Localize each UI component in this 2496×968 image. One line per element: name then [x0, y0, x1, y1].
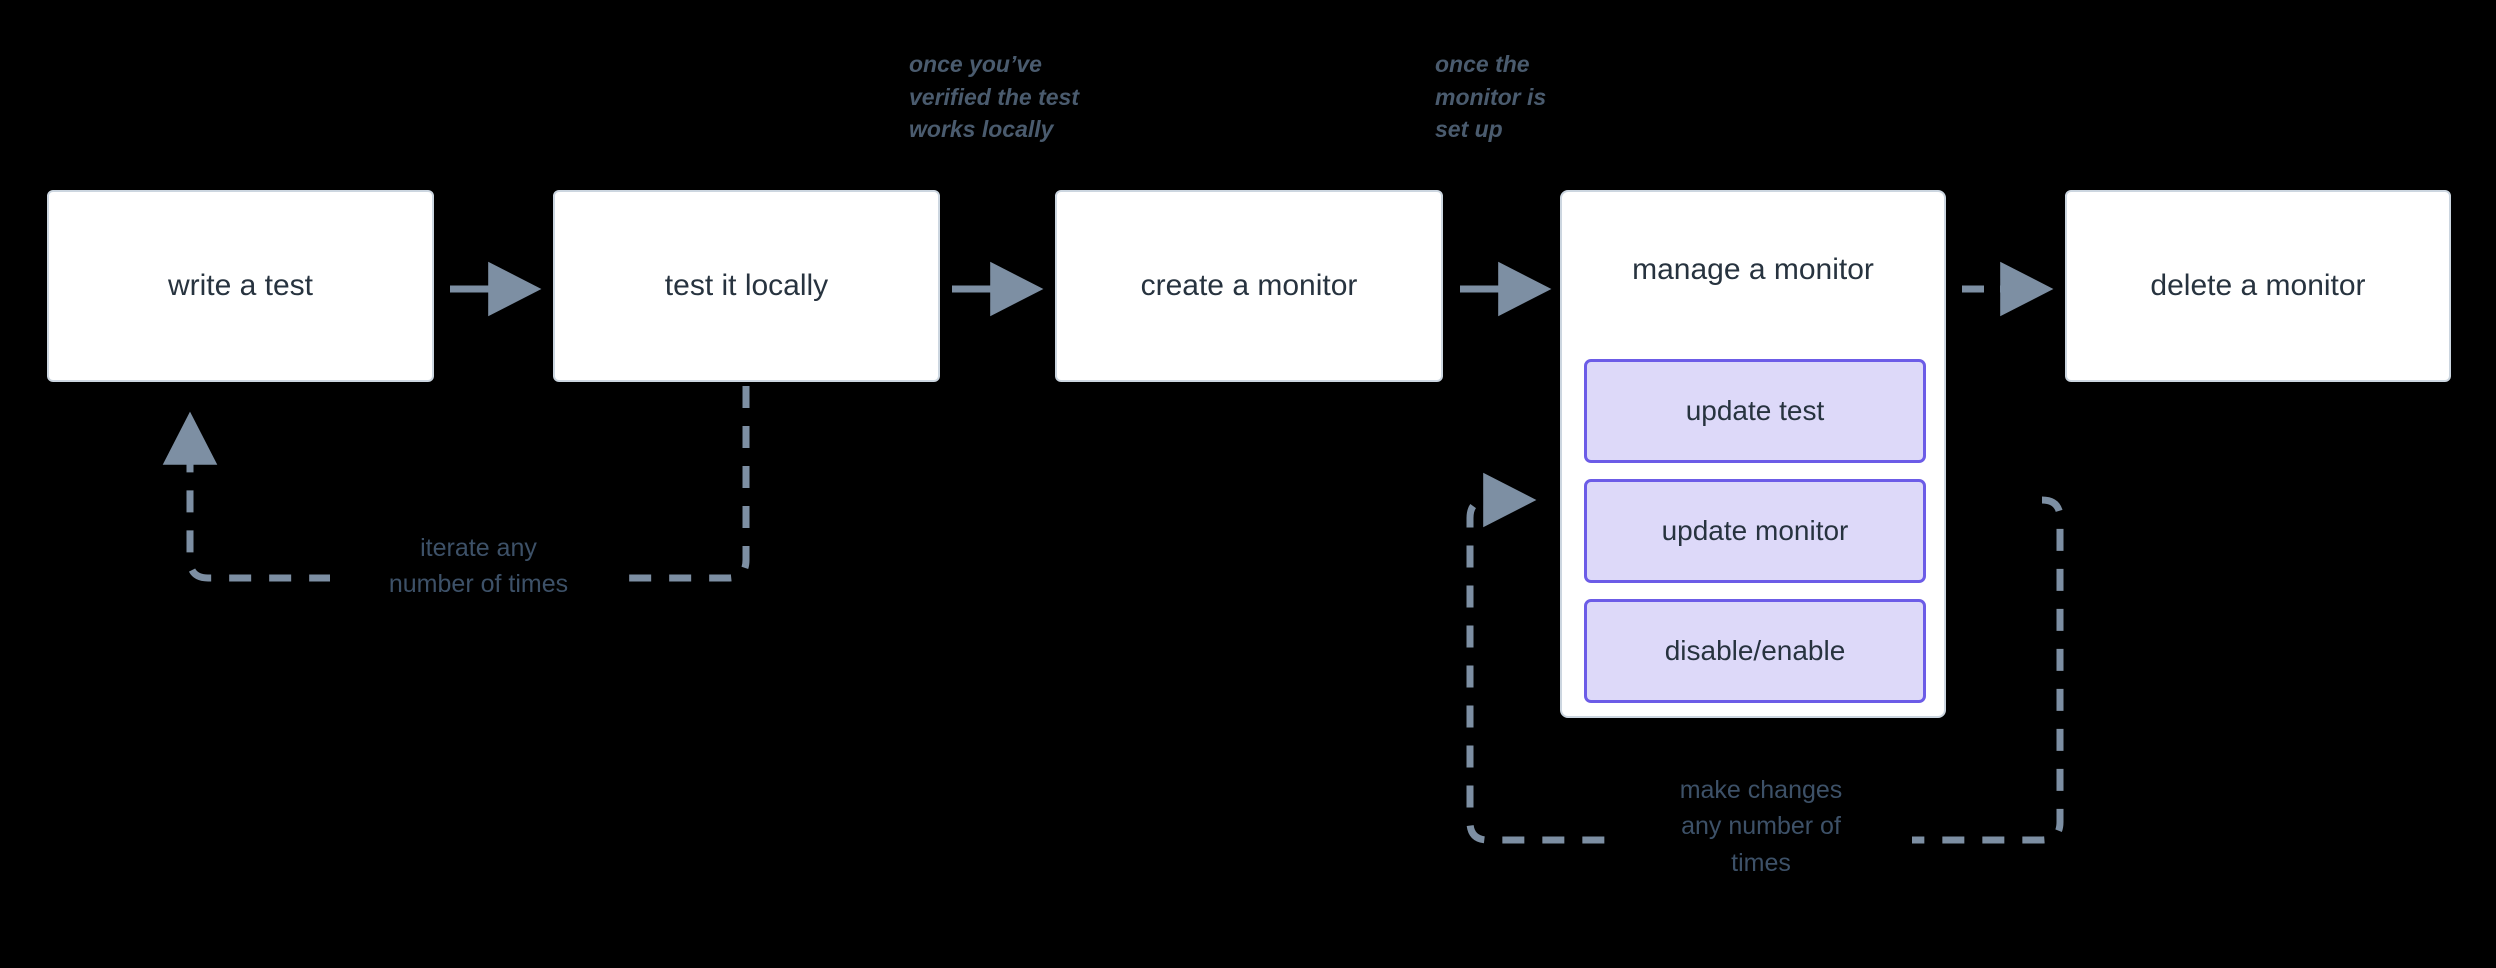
edge-label-make-changes-loop: make changes any number of times	[1610, 772, 1912, 881]
annotation-monitor-set-up: once the monitor is set up	[1435, 51, 1547, 143]
node-label-test-it-locally: test it locally	[664, 269, 829, 302]
node-label-write-a-test: write a test	[167, 269, 314, 302]
action-update-monitor[interactable]: update monitor	[1584, 479, 1926, 583]
action-label-update-test: update test	[1685, 395, 1825, 427]
node-write-a-test[interactable]: write a test	[47, 190, 434, 382]
annotation-verified-test: once you’ve verified the test works loca…	[909, 51, 1079, 143]
node-delete-a-monitor[interactable]: delete a monitor	[2065, 190, 2451, 382]
action-label-update-monitor: update monitor	[1661, 515, 1849, 547]
edge-label-iterate-loop: iterate any number of times	[330, 530, 627, 603]
node-manage-a-monitor[interactable]: manage a monitor update test update moni…	[1560, 190, 1946, 718]
node-test-it-locally[interactable]: test it locally	[553, 190, 940, 382]
node-label-create-a-monitor: create a monitor	[1140, 269, 1358, 302]
action-label-disable-enable: disable/enable	[1664, 635, 1846, 667]
action-disable-enable[interactable]: disable/enable	[1584, 599, 1926, 703]
action-update-test[interactable]: update test	[1584, 359, 1926, 463]
node-create-a-monitor[interactable]: create a monitor	[1055, 190, 1443, 382]
node-label-delete-a-monitor: delete a monitor	[2150, 269, 2366, 302]
node-label-manage-a-monitor: manage a monitor	[1632, 253, 1874, 286]
